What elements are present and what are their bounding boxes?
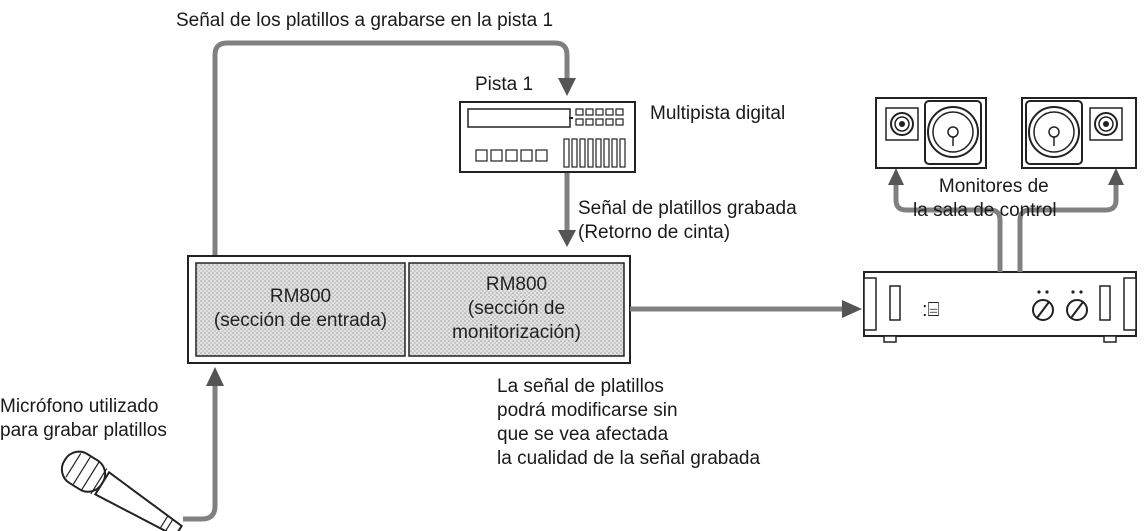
monitor-speaker-right [1021, 97, 1137, 169]
power-amplifier: :⌸ [863, 271, 1137, 343]
amp-display: :⌸ [922, 299, 940, 321]
mixer-to-amp-path [630, 300, 862, 318]
recorded-signal-line1: Señal de platillos grabada [578, 198, 797, 219]
note-line1: La señal de platillos [497, 376, 664, 397]
send-signal-label: Señal de los platillos a grabarse en la … [176, 10, 554, 31]
note-line2: podrá modificarse sin [497, 400, 678, 421]
amp-knob-right [1066, 290, 1088, 321]
recorder-label: Multipista digital [650, 103, 786, 124]
monitors-label-line2: la sala de control [913, 200, 1057, 221]
rm800-mixer [187, 255, 631, 364]
monitor-section-title: RM800 [485, 274, 548, 295]
note-text: La señal de platillos podrá modificarse … [497, 375, 760, 471]
mic-signal-path [183, 367, 224, 522]
send-signal-path [212, 40, 576, 256]
mic-label: Micrófono utilizado para grabar platillo… [0, 395, 167, 443]
monitors-label: Monitores de la sala de control [913, 175, 1057, 223]
monitor-speaker-left [875, 97, 987, 169]
monitors-label-line1: Monitores de [938, 176, 1049, 197]
input-section-subtitle: (sección de entrada) [213, 310, 388, 331]
note-line4: la cualidad de la señal grabada [497, 448, 761, 469]
amp-knob-left [1032, 290, 1054, 321]
monitor-section-label: RM800 (sección de monitorización) [409, 273, 624, 345]
mic-label-line1: Micrófono utilizado [0, 396, 159, 417]
microphone-icon [60, 450, 184, 531]
track-label: Pista 1 [475, 74, 534, 95]
monitor-section-sub1: (sección de [467, 298, 566, 319]
recorded-signal-line2: (Retorno de cinta) [578, 222, 731, 243]
multitrack-recorder [459, 101, 636, 173]
recorded-signal-label: Señal de platillos grabada (Retorno de c… [578, 197, 797, 245]
amp-to-monitors-path [888, 168, 1124, 272]
mic-label-line2: para grabar platillos [0, 420, 167, 441]
note-line3: que se vea afectada [497, 424, 669, 445]
monitor-section-sub2: monitorización) [452, 322, 581, 343]
input-section-title: RM800 [269, 286, 332, 307]
input-section-label: RM800 (sección de entrada) [196, 285, 405, 333]
return-signal-path [558, 173, 576, 247]
